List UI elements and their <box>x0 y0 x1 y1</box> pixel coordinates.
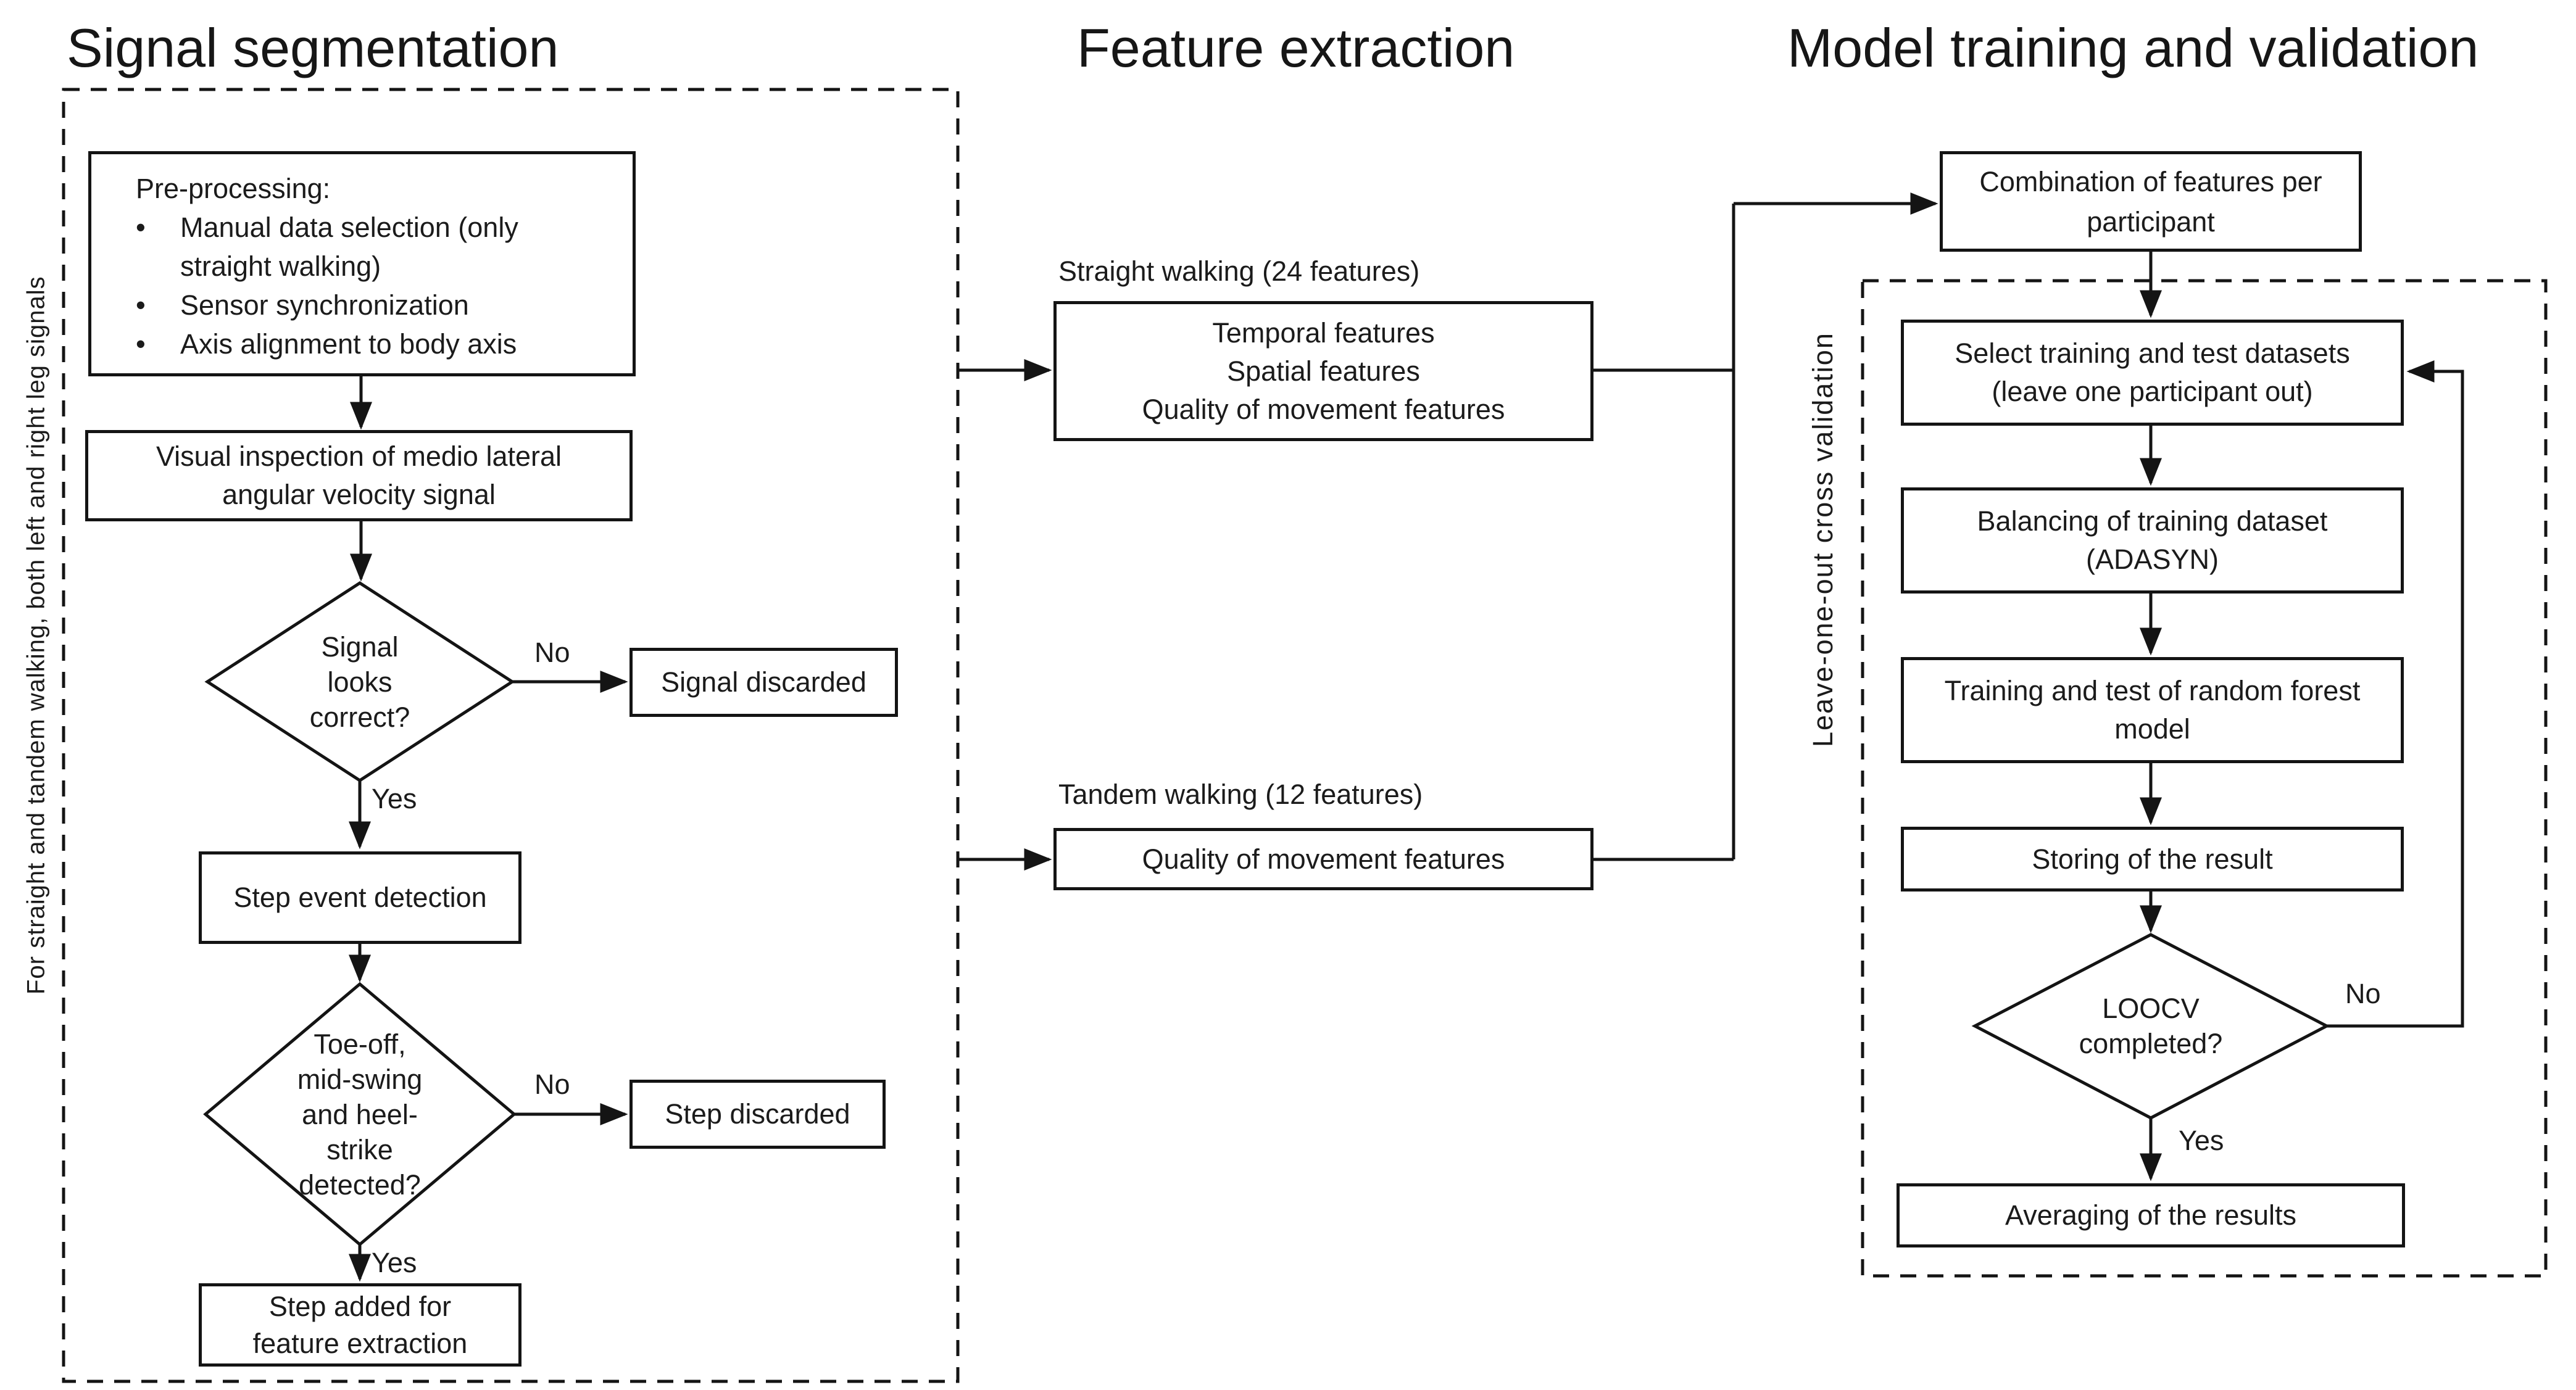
preprocessing-box: Pre-processing: • Manual data selection … <box>88 151 636 376</box>
signal-correct-diamond-text: Signal looks correct? <box>243 625 477 738</box>
training-box: Training and test of random forest model <box>1901 657 2404 763</box>
step-event-label: Step event detection <box>233 882 487 913</box>
visual-inspection-line-2: angular velocity signal <box>222 479 496 510</box>
select-datasets-line-1: Select training and test datasets <box>1955 337 2350 369</box>
diamond2-no-label: No <box>534 1069 570 1100</box>
straight-features-line-2: Spatial features <box>1227 355 1420 387</box>
preprocessing-bullet-3-text: Axis alignment to body axis <box>180 328 517 360</box>
bullet-icon: • <box>136 289 146 321</box>
diamond1-line-3: correct? <box>309 701 410 733</box>
straight-features-line-3: Quality of movement features <box>1142 393 1505 425</box>
loocv-diamond-text: LOOCV completed? <box>2027 991 2274 1061</box>
combination-line-1: Combination of features per <box>1979 165 2322 197</box>
diamond2-line-2: mid-swing <box>297 1063 423 1095</box>
step-detected-diamond-text: Toe-off, mid-swing and heel- strike dete… <box>243 1027 477 1202</box>
balancing-box: Balancing of training dataset (ADASYN) <box>1901 487 2404 594</box>
signal-discarded-label: Signal discarded <box>661 666 866 698</box>
bullet-icon: • <box>136 328 146 360</box>
loocv-no-label: No <box>2345 978 2381 1009</box>
section-title-signal-segmentation: Signal segmentation <box>67 17 559 78</box>
tandem-features-box: Quality of movement features <box>1053 828 1593 890</box>
straight-features-line-1: Temporal features <box>1212 316 1435 349</box>
loocv-dashed-region <box>1861 279 2548 1278</box>
diamond2-line-1: Toe-off, <box>314 1028 406 1060</box>
preprocessing-bullet-1-text: Manual data selection (only straight wal… <box>180 212 518 282</box>
tandem-walking-label: Tandem walking (12 features) <box>1058 779 1423 810</box>
step-added-line-1: Step added for <box>268 1290 452 1322</box>
balancing-line-1: Balancing of training dataset <box>1977 505 2328 537</box>
storing-label: Storing of the result <box>2032 843 2273 875</box>
diamond2-line-3: and heel- <box>302 1098 418 1130</box>
preprocessing-bullet-1: • Manual data selection (only straight w… <box>136 208 614 286</box>
diamond1-yes-label: Yes <box>372 783 417 814</box>
balancing-line-2: (ADASYN) <box>2085 544 2219 575</box>
signal-segmentation-dashed-region <box>62 88 960 1383</box>
storing-box: Storing of the result <box>1901 827 2404 892</box>
diamond2-line-4: strike <box>326 1133 393 1165</box>
visual-inspection-line-1: Visual inspection of medio lateral <box>156 441 562 472</box>
select-datasets-box: Select training and test datasets (leave… <box>1901 320 2404 426</box>
diamond2-line-5: detected? <box>299 1169 421 1201</box>
preprocessing-bullet-3: • Axis alignment to body axis <box>136 325 614 363</box>
section-title-feature-extraction: Feature extraction <box>1077 17 1515 78</box>
preprocessing-heading: Pre-processing: <box>136 173 331 204</box>
training-line-1: Training and test of random forest <box>1944 675 2361 706</box>
loocv-line-2: completed? <box>2079 1028 2223 1059</box>
visual-inspection-box: Visual inspection of medio lateral angul… <box>85 430 633 521</box>
straight-features-box: Temporal features Spatial features Quali… <box>1053 301 1593 441</box>
loocv-yes-label: Yes <box>2179 1125 2224 1156</box>
step-discarded-box: Step discarded <box>629 1080 886 1149</box>
step-added-box: Step added for feature extraction <box>199 1283 521 1367</box>
diamond1-line-1: Signal <box>321 631 399 663</box>
step-event-detection-box: Step event detection <box>199 851 521 944</box>
averaging-label: Averaging of the results <box>2005 1199 2296 1231</box>
left-region-side-label: For straight and tandem walking, both le… <box>22 276 50 995</box>
loocv-region-side-label: Leave-one-out cross validation <box>1807 332 1839 748</box>
tandem-features-line: Quality of movement features <box>1142 843 1505 875</box>
combination-line-2: participant <box>2087 205 2215 238</box>
step-discarded-label: Step discarded <box>665 1098 850 1130</box>
straight-walking-label: Straight walking (24 features) <box>1058 255 1420 287</box>
averaging-box: Averaging of the results <box>1897 1183 2405 1247</box>
signal-discarded-box: Signal discarded <box>629 648 898 717</box>
section-title-model-training: Model training and validation <box>1787 17 2479 78</box>
preprocessing-bullet-2: • Sensor synchronization <box>136 286 614 325</box>
bullet-icon: • <box>136 212 146 243</box>
feature-merge-connector <box>1593 204 1735 861</box>
diamond2-yes-label: Yes <box>372 1247 417 1278</box>
loocv-line-1: LOOCV <box>2102 993 2200 1024</box>
training-line-2: model <box>2114 713 2190 745</box>
select-datasets-line-2: (leave one participant out) <box>1992 376 2313 407</box>
diamond1-no-label: No <box>534 637 570 668</box>
combination-box: Combination of features per participant <box>1940 151 2362 252</box>
loocv-no-feedback-connector <box>2327 360 2464 1028</box>
preprocessing-bullet-2-text: Sensor synchronization <box>180 289 469 321</box>
step-added-line-2: feature extraction <box>252 1327 468 1359</box>
diamond1-line-2: looks <box>327 666 393 698</box>
